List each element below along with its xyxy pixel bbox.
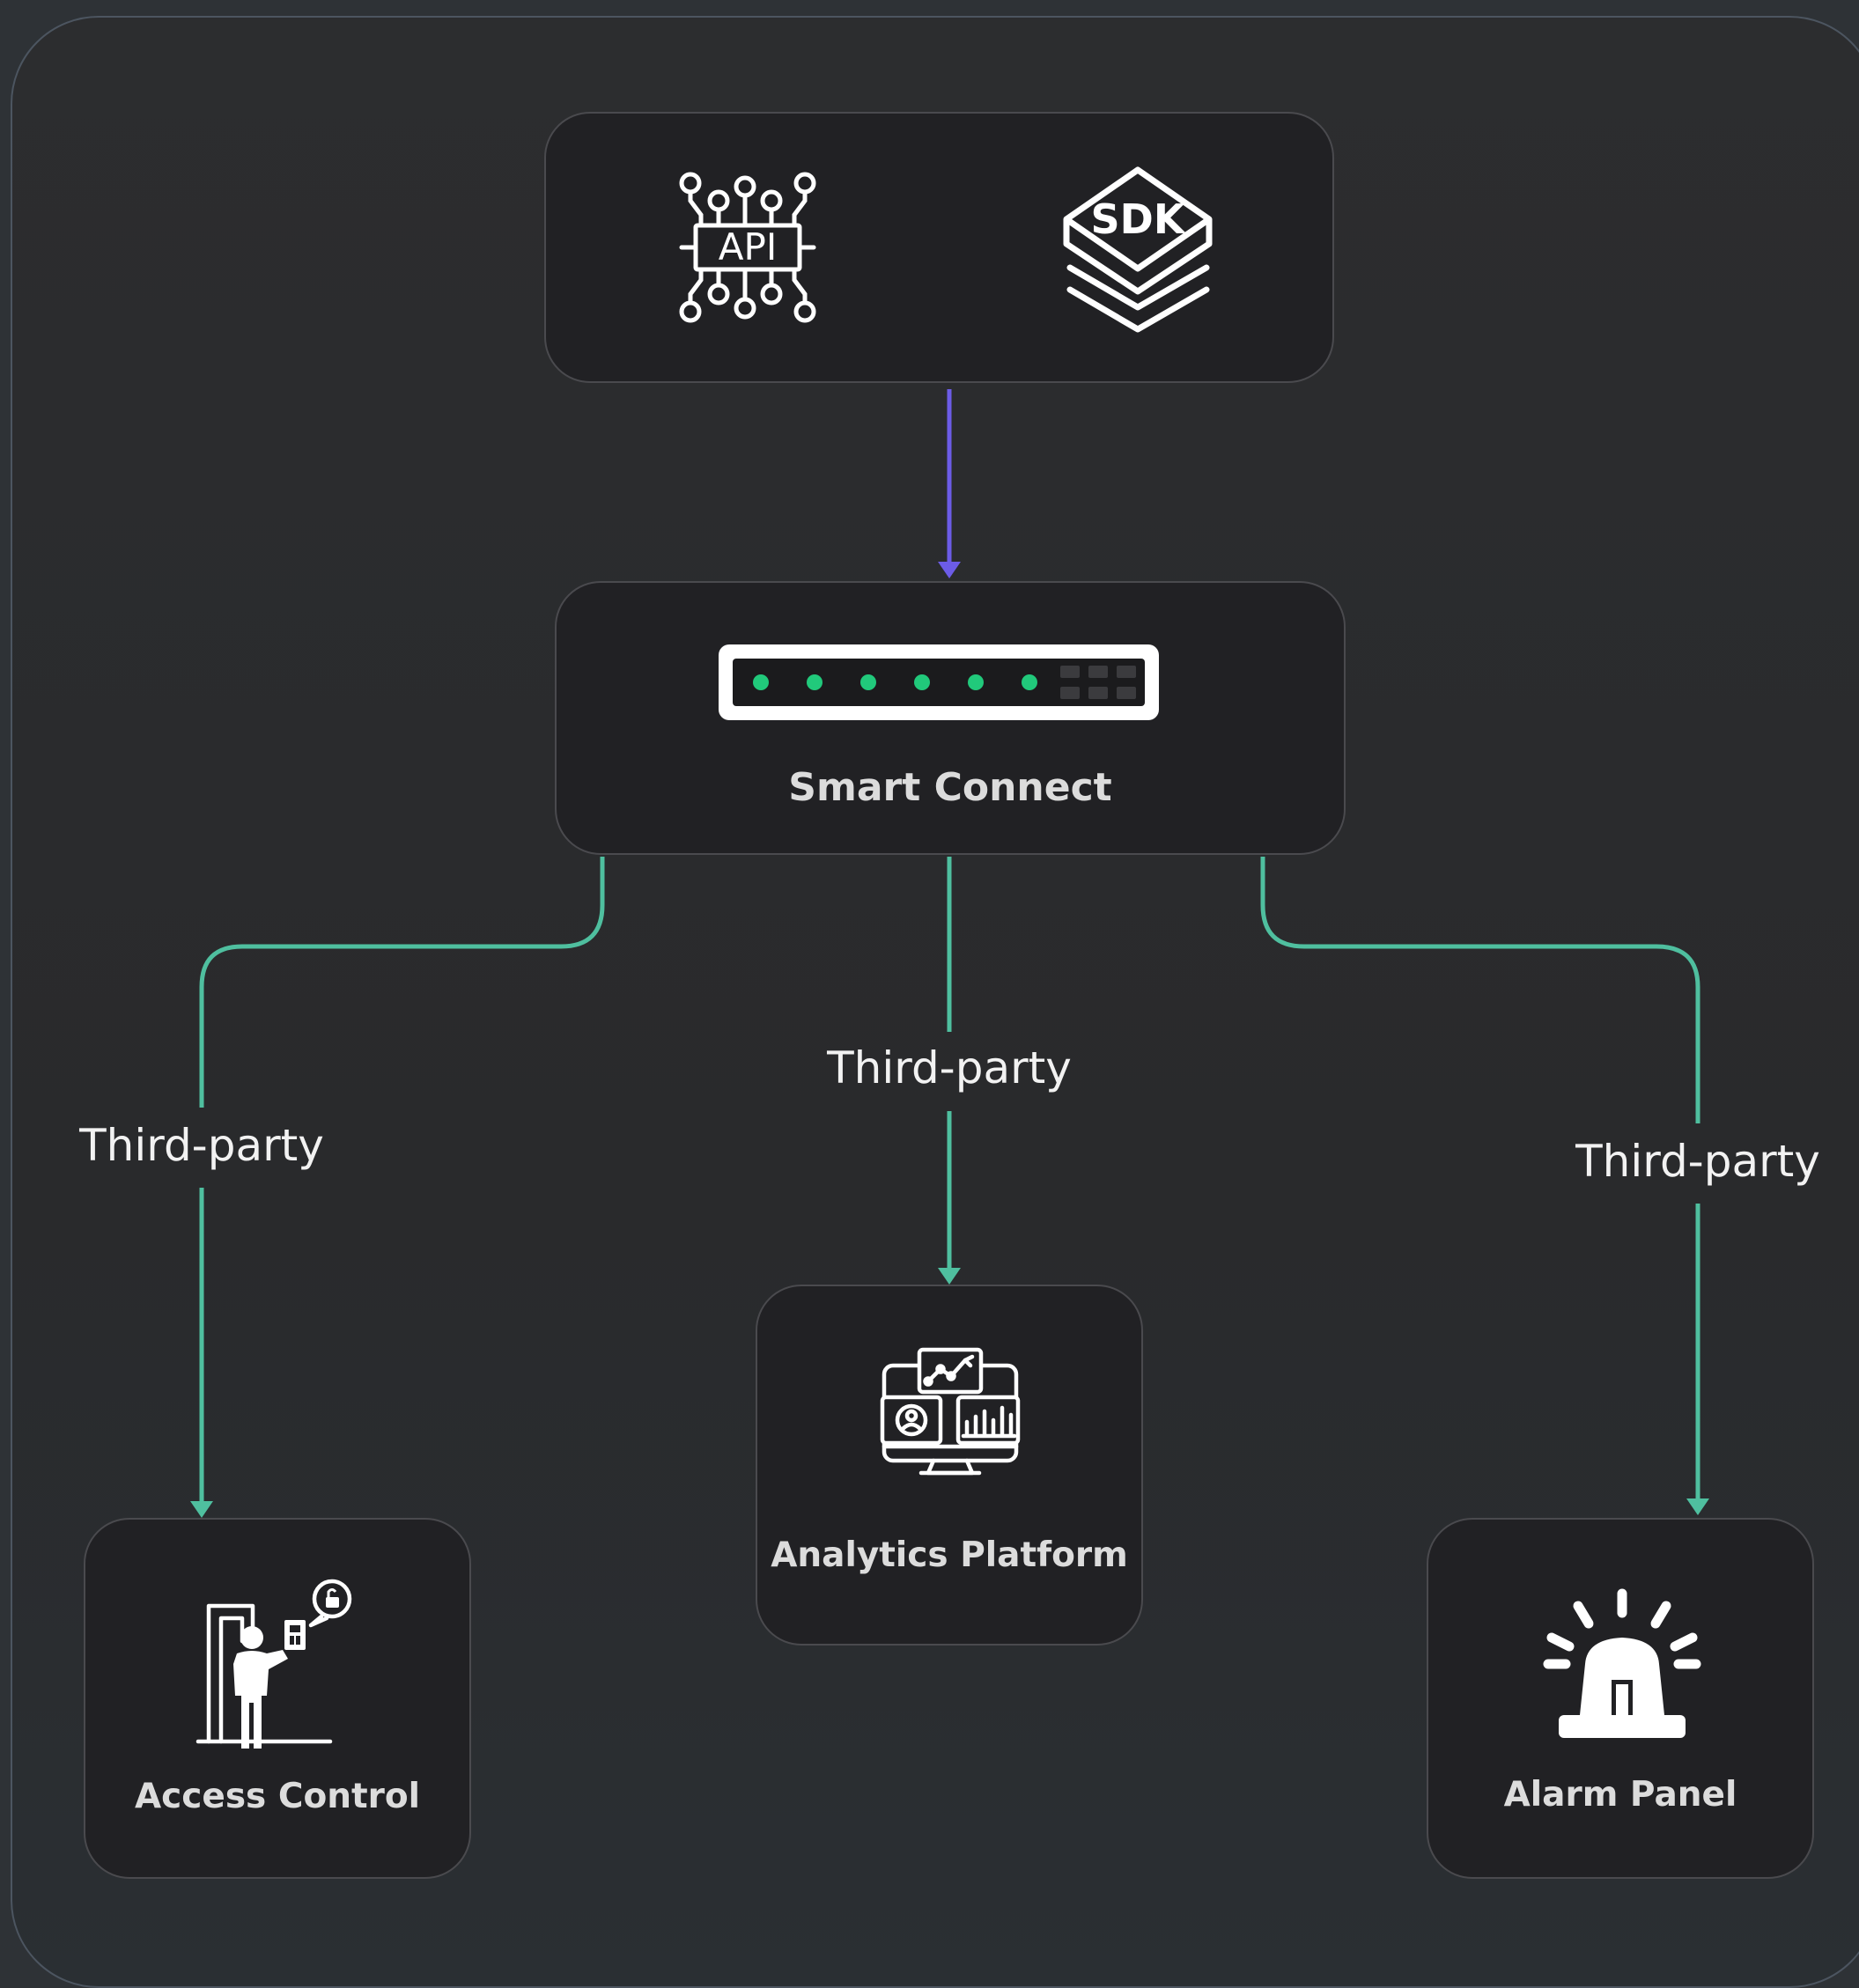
- arrowhead-access-control: [190, 1501, 213, 1518]
- sources-node: API SDK: [544, 112, 1334, 383]
- api-icon-text: API: [719, 225, 777, 269]
- access-control-label: Access Control: [134, 1777, 421, 1816]
- arrow-hub-to-access-control-upper: [199, 857, 605, 1108]
- arrow-hub-to-alarm-upper: [1260, 857, 1700, 1123]
- arrowhead-alarm: [1686, 1498, 1709, 1515]
- arrowhead-sources-to-hub: [938, 562, 961, 578]
- connection-label-access-control: Third-party: [79, 1120, 324, 1171]
- api-icon: API: [679, 172, 816, 323]
- analytics-platform-node: Analytics Platform: [756, 1285, 1143, 1646]
- arrowhead-analytics: [938, 1268, 961, 1285]
- alarm-panel-label: Alarm Panel: [1503, 1775, 1737, 1815]
- analytics-dashboard-icon: [880, 1347, 1021, 1476]
- switch-leds: [753, 674, 1037, 690]
- alarm-siren-icon: [1543, 1588, 1701, 1738]
- sdk-icon: SDK: [1063, 166, 1213, 333]
- network-switch-icon: [719, 644, 1159, 720]
- analytics-platform-label: Analytics Platform: [771, 1535, 1128, 1575]
- switch-ports: [1060, 666, 1136, 699]
- smart-connect-node: Smart Connect: [555, 581, 1346, 855]
- access-control-icon: [195, 1579, 352, 1749]
- alarm-panel-node: Alarm Panel: [1427, 1518, 1814, 1879]
- connection-label-analytics: Third-party: [827, 1042, 1072, 1093]
- switch-panel: [733, 659, 1145, 706]
- access-control-node: Access Control: [84, 1518, 471, 1879]
- smart-connect-label: Smart Connect: [788, 765, 1112, 810]
- sdk-icon-text: SDK: [1091, 195, 1187, 243]
- connection-label-alarm: Third-party: [1575, 1136, 1820, 1187]
